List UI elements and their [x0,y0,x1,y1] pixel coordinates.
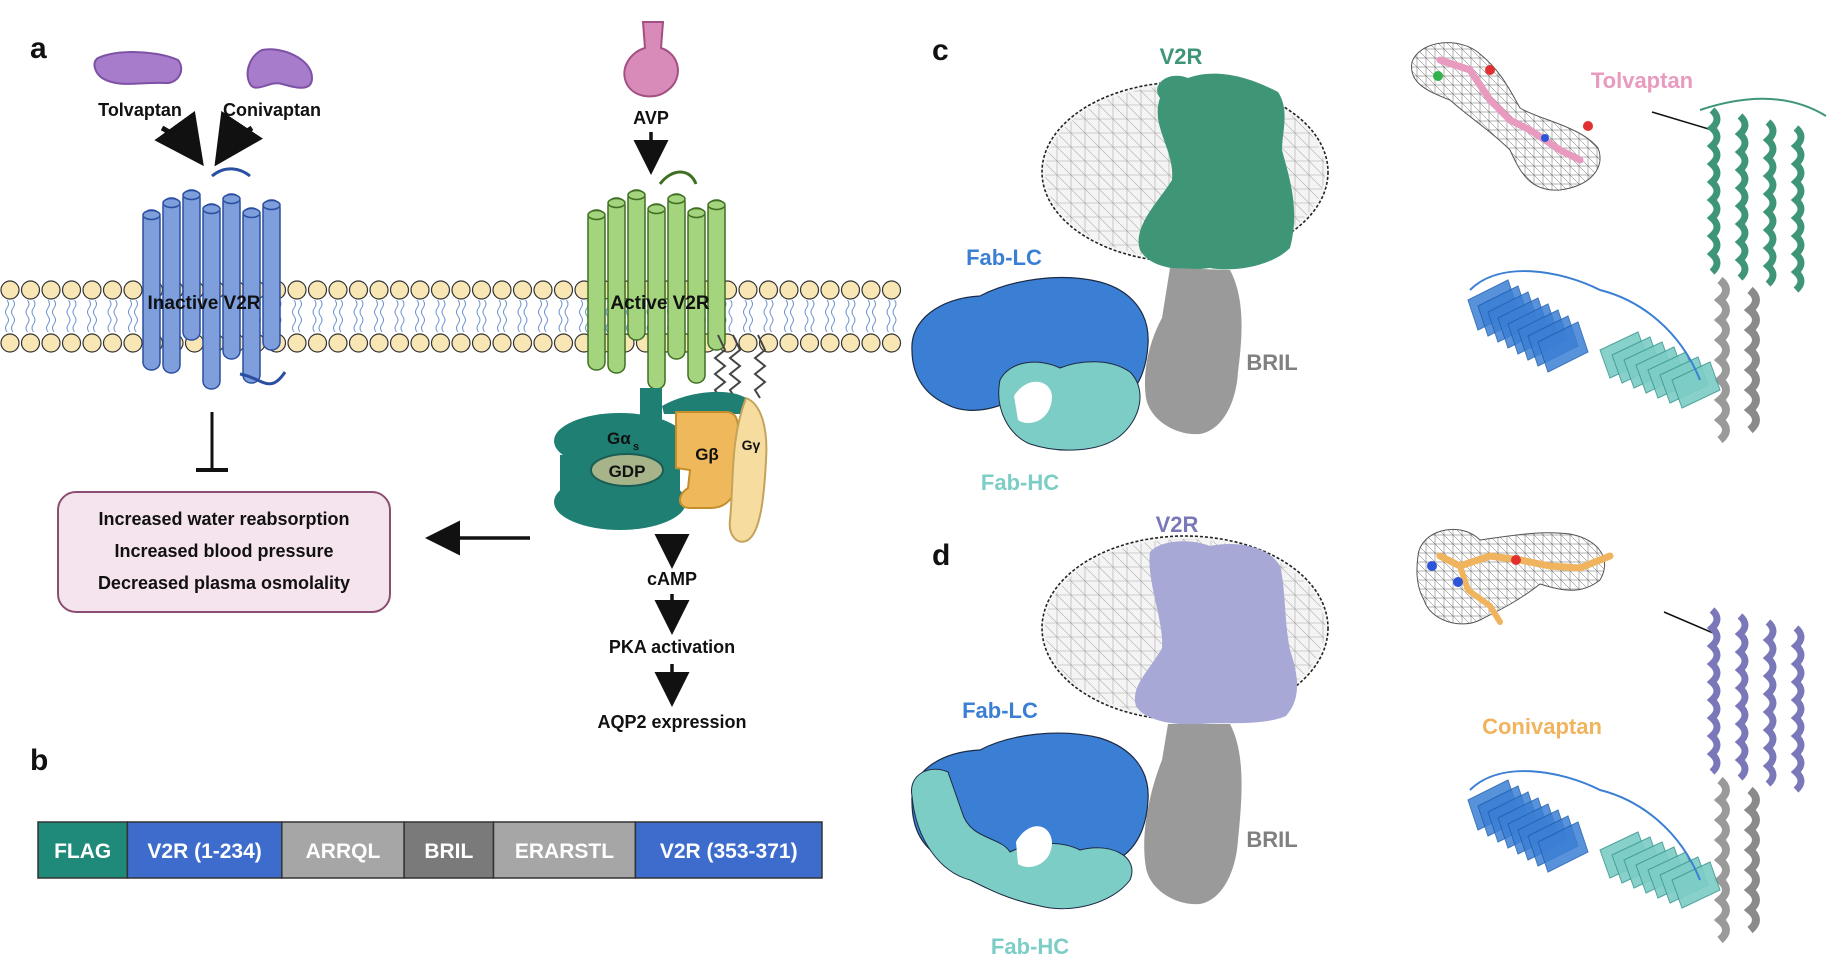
panel-b: b FLAG V2R (1-234) ARRQL BRIL ERARSTL V2R (35… [30,744,823,879]
effect-2: Increased blood pressure [114,541,333,561]
fab-lc-label-c: Fab-LC [966,245,1042,270]
panel-a: a Tolvaptan Conivaptan Inactive V2R Incr… [0,21,902,732]
construct-segment-label-1: FLAG [54,840,111,863]
avp-ligand-shape [623,21,679,98]
active-v2r-receptor [587,170,767,399]
active-v2r-label: Active V2R [610,293,710,314]
fab-hc-density-d [911,768,1133,910]
construct-segment-label-3: ARRQL [306,840,381,863]
v2r-density-d [1134,541,1298,725]
panel-d: d V2R Fab-LC Fab-HC BRIL Conivaptan [911,512,1805,959]
conivaptan-label-d: Conivaptan [1482,714,1602,739]
panel-c-letter: c [932,34,949,67]
v2r-label-d: V2R [1156,512,1199,537]
construct-segment-5 [492,821,637,879]
inactive-v2r-label: Inactive V2R [148,293,261,314]
ribbon-model-c [1467,97,1827,444]
panel-c: c V2R Fab-LC Fab-HC BRIL Tolvaptan [911,34,1827,495]
tolvaptan-density-inset [1411,42,1601,191]
bril-label-c: BRIL [1246,350,1297,375]
cascade-pka: PKA activation [609,637,735,657]
g-alpha-subscript: s [633,441,639,453]
construct-bar: FLAG V2R (1-234) ARRQL BRIL ERARSTL V2R (353-… [37,821,823,879]
cascade-aqp2: AQP2 expression [597,712,746,732]
panel-b-letter: b [30,744,48,777]
fab-lc-label-d: Fab-LC [962,698,1038,723]
construct-segment-2 [126,821,283,879]
tolvaptan-label-c: Tolvaptan [1591,68,1693,93]
cascade-camp: cAMP [647,569,697,589]
g-alpha-label: Gα [607,429,631,448]
v2r-density-c [1138,73,1295,270]
membrane-bilayer [0,280,902,353]
fab-hc-label-d: Fab-HC [991,934,1069,959]
tolvaptan-pointer [1651,111,1713,131]
construct-segment-label-6: V2R (353-371) [660,840,798,863]
inactive-v2r-receptor [142,167,287,390]
conivaptan-pointer [1663,611,1721,637]
tolvaptan-ligand-shape [93,51,183,85]
construct-segment-label-2: V2R (1-234) [147,840,261,863]
g-gamma-label: Gγ [742,437,761,453]
tolvaptan-arrow [154,110,204,167]
g-beta-label: Gβ [695,445,719,464]
conivaptan-ligand-shape [246,48,314,89]
avp-label: AVP [633,108,669,128]
gdp-shape [590,453,664,487]
effect-1: Increased water reabsorption [98,509,349,529]
ribbon-model-d [1467,607,1805,944]
effect-3: Decreased plasma osmolality [98,573,350,593]
conivaptan-density-inset [1416,529,1614,625]
conivaptan-label: Conivaptan [223,100,321,120]
panel-d-letter: d [932,539,950,572]
bril-density-c [1144,268,1242,435]
construct-segment-label-4: BRIL [424,840,473,863]
construct-segment-1 [37,821,129,879]
gdp-label: GDP [609,462,646,481]
bril-density-d [1144,724,1242,905]
panel-a-letter: a [30,32,47,65]
construct-segment-label-5: ERARSTL [515,840,614,863]
effects-box [57,491,391,613]
v2r-label-c: V2R [1160,44,1203,69]
tolvaptan-label: Tolvaptan [98,100,182,120]
bril-label-d: BRIL [1246,827,1297,852]
fab-hc-label-c: Fab-HC [981,470,1059,495]
conivaptan-arrow [214,110,263,167]
construct-segment-6 [634,821,823,879]
g-gamma-shape [728,396,768,543]
g-protein [554,388,768,543]
g-beta-shape [675,411,739,509]
